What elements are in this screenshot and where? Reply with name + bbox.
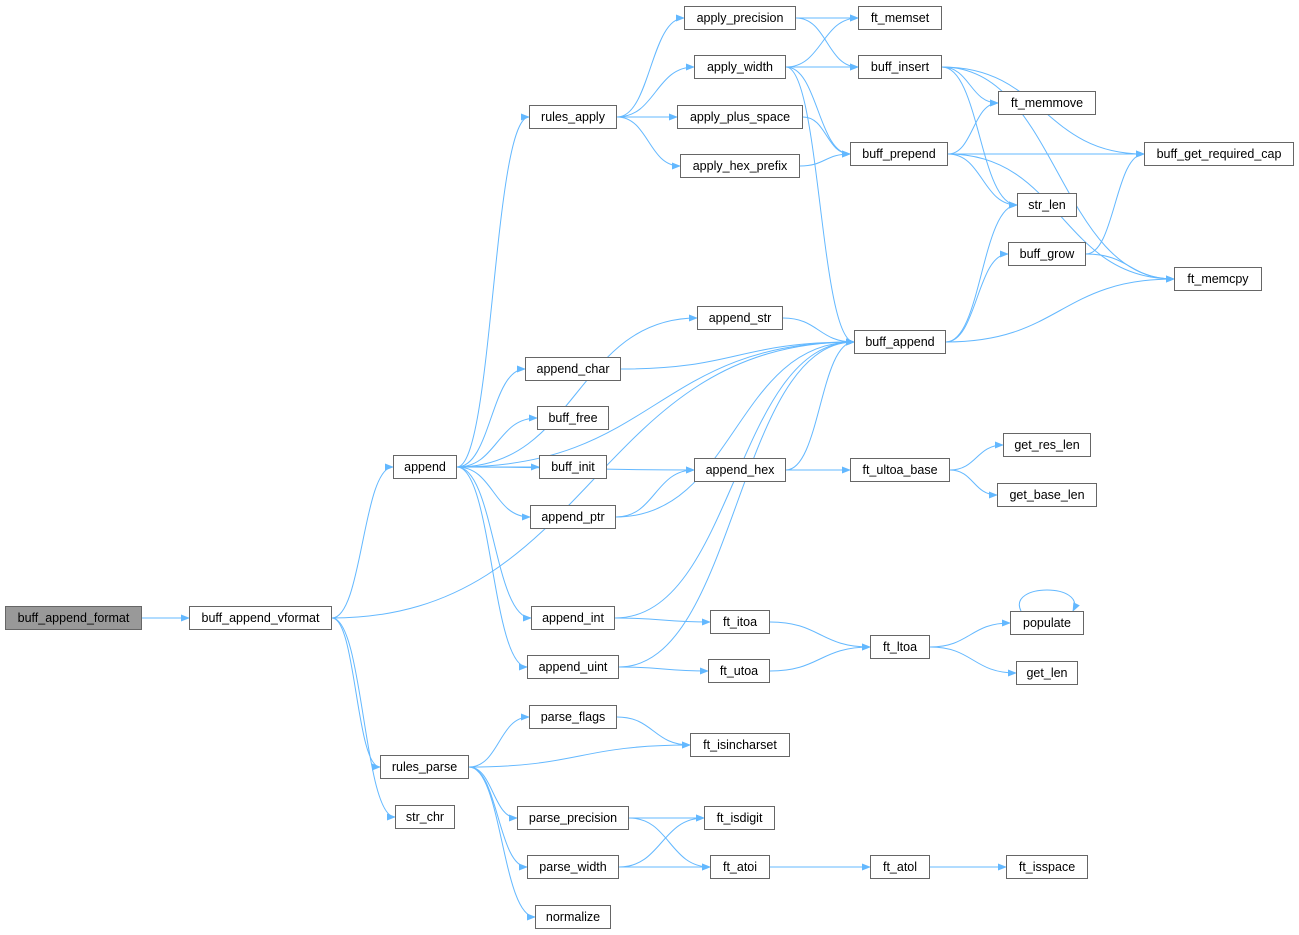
edge-parse-precision-to-ft-atoi <box>628 817 711 871</box>
node-append-int[interactable]: append_int <box>531 606 615 630</box>
edge-buff-append-vformat-to-str-chr <box>331 617 396 821</box>
edge-rules-apply-to-apply-width <box>616 63 695 118</box>
edge-append-to-append-str <box>456 314 698 468</box>
node-parse-flags[interactable]: parse_flags <box>529 705 617 729</box>
node-append-str[interactable]: append_str <box>697 306 783 330</box>
node-ft-utoa[interactable]: ft_utoa <box>708 659 770 683</box>
edge-append-to-buff-append <box>456 338 855 468</box>
edge-buff-append-vformat-to-append <box>331 463 394 619</box>
edge-rules-apply-to-apply-hex-prefix <box>616 116 681 170</box>
node-get-len[interactable]: get_len <box>1016 661 1078 685</box>
edge-append-hex-to-buff-append <box>785 338 855 471</box>
node-parse-width[interactable]: parse_width <box>527 855 619 879</box>
node-ft-atol[interactable]: ft_atol <box>870 855 930 879</box>
node-ft-memcpy[interactable]: ft_memcpy <box>1174 267 1262 291</box>
edge-append-to-append-char <box>456 365 526 468</box>
node-ft-itoa[interactable]: ft_itoa <box>710 610 770 634</box>
node-get-res-len[interactable]: get_res_len <box>1003 433 1091 457</box>
node-apply-precision[interactable]: apply_precision <box>684 6 796 30</box>
edge-buff-append-vformat-to-buff-append <box>331 338 855 619</box>
edge-apply-plus-space-to-buff-prepend <box>802 116 851 158</box>
node-buff-append-format[interactable]: buff_append_format <box>5 606 142 630</box>
node-rules-apply[interactable]: rules_apply <box>529 105 617 129</box>
node-buff-append[interactable]: buff_append <box>854 330 946 354</box>
node-ft-memmove[interactable]: ft_memmove <box>998 91 1096 115</box>
node-buff-init[interactable]: buff_init <box>539 455 607 479</box>
node-ft-isspace[interactable]: ft_isspace <box>1006 855 1088 879</box>
node-rules-parse[interactable]: rules_parse <box>380 755 469 779</box>
edge-ft-ultoa-base-to-get-base-len <box>949 469 998 499</box>
node-buff-free[interactable]: buff_free <box>537 406 609 430</box>
node-ft-isdigit[interactable]: ft_isdigit <box>704 806 775 830</box>
edge-ft-ltoa-to-get-len <box>929 646 1017 677</box>
edge-rules-apply-to-apply-precision <box>616 14 685 118</box>
node-ft-memset[interactable]: ft_memset <box>858 6 942 30</box>
edge-append-to-append-uint <box>456 466 528 671</box>
edge-rules-parse-to-parse-flags <box>468 713 530 768</box>
edge-ft-ultoa-base-to-get-res-len <box>949 441 1004 471</box>
node-get-base-len[interactable]: get_base_len <box>997 483 1097 507</box>
edge-parse-width-to-ft-isdigit <box>618 814 705 868</box>
edge-apply-precision-to-buff-insert <box>795 17 859 71</box>
edge-buff-append-to-ft-memcpy <box>945 275 1175 343</box>
edge-buff-insert-to-str-len <box>941 66 1018 209</box>
edge-rules-parse-to-normalize <box>468 766 536 921</box>
edge-append-to-append-int <box>456 466 532 622</box>
node-ft-ltoa[interactable]: ft_ltoa <box>870 635 930 659</box>
edge-ft-ltoa-to-populate <box>929 619 1011 648</box>
edge-append-uint-to-buff-append <box>618 338 855 668</box>
node-ft-ultoa-base[interactable]: ft_ultoa_base <box>850 458 950 482</box>
edge-parse-flags-to-ft-isincharset <box>616 716 691 749</box>
edge-apply-width-to-buff-prepend <box>785 66 851 158</box>
edge-populate-to-populate <box>1018 589 1080 612</box>
edge-apply-hex-prefix-to-buff-prepend <box>799 150 851 167</box>
edge-buff-append-vformat-to-rules-parse <box>331 617 381 771</box>
edge-buff-grow-to-buff-get-required-cap <box>1085 150 1145 255</box>
edge-apply-width-to-buff-append <box>785 66 855 346</box>
edge-rules-parse-to-ft-isincharset <box>468 741 691 768</box>
edge-append-ptr-to-append-hex <box>615 466 695 518</box>
edge-append-str-to-buff-append <box>782 317 855 346</box>
node-apply-plus-space[interactable]: apply_plus_space <box>677 105 803 129</box>
node-append-uint[interactable]: append_uint <box>527 655 619 679</box>
node-ft-atoi[interactable]: ft_atoi <box>710 855 770 879</box>
edge-append-ptr-to-buff-append <box>615 338 855 518</box>
edge-ft-itoa-to-ft-ltoa <box>769 621 871 651</box>
edge-buff-append-to-str-len <box>945 201 1018 343</box>
edge-buff-prepend-to-ft-memmove <box>947 99 999 155</box>
node-str-len[interactable]: str_len <box>1017 193 1077 217</box>
edge-buff-grow-to-ft-memcpy <box>1085 253 1175 283</box>
node-parse-precision[interactable]: parse_precision <box>517 806 629 830</box>
edge-ft-utoa-to-ft-ltoa <box>769 643 871 672</box>
node-apply-width[interactable]: apply_width <box>694 55 786 79</box>
edge-apply-width-to-ft-memset <box>785 14 859 68</box>
node-append-char[interactable]: append_char <box>525 357 621 381</box>
edge-buff-prepend-to-str-len <box>947 153 1018 209</box>
edge-buff-insert-to-ft-memmove <box>941 66 999 107</box>
node-append[interactable]: append <box>393 455 457 479</box>
node-buff-grow[interactable]: buff_grow <box>1008 242 1086 266</box>
edge-append-to-rules-apply <box>456 113 530 468</box>
node-str-chr[interactable]: str_chr <box>395 805 455 829</box>
node-ft-isincharset[interactable]: ft_isincharset <box>690 733 790 757</box>
node-buff-get-required-cap[interactable]: buff_get_required_cap <box>1144 142 1294 166</box>
edge-append-int-to-ft-itoa <box>614 617 711 626</box>
node-buff-append-vformat[interactable]: buff_append_vformat <box>189 606 332 630</box>
node-append-hex[interactable]: append_hex <box>694 458 786 482</box>
edge-append-uint-to-ft-utoa <box>618 666 709 675</box>
edge-append-char-to-buff-append <box>620 338 855 370</box>
node-buff-prepend[interactable]: buff_prepend <box>850 142 948 166</box>
node-populate[interactable]: populate <box>1010 611 1084 635</box>
edge-rules-parse-to-parse-precision <box>468 766 518 822</box>
node-buff-insert[interactable]: buff_insert <box>858 55 942 79</box>
edge-append-to-append-ptr <box>456 466 531 521</box>
edge-append-to-buff-free <box>456 414 538 468</box>
edge-buff-append-to-buff-grow <box>945 250 1009 343</box>
node-append-ptr[interactable]: append_ptr <box>530 505 616 529</box>
node-apply-hex-prefix[interactable]: apply_hex_prefix <box>680 154 800 178</box>
node-normalize[interactable]: normalize <box>535 905 611 929</box>
